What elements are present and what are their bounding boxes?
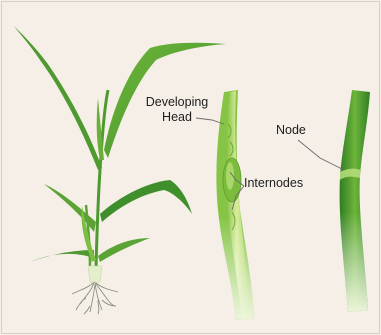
dissected-stem-illustration <box>216 90 254 320</box>
grass-plant-illustration <box>14 26 226 314</box>
intact-stem-illustration <box>340 90 370 312</box>
internodes-label: Internodes <box>244 176 303 191</box>
roots-illustration <box>72 282 118 314</box>
developing-head-label: Developing Head <box>137 95 217 125</box>
node-leader-line <box>298 140 344 170</box>
node-label: Node <box>276 123 306 138</box>
